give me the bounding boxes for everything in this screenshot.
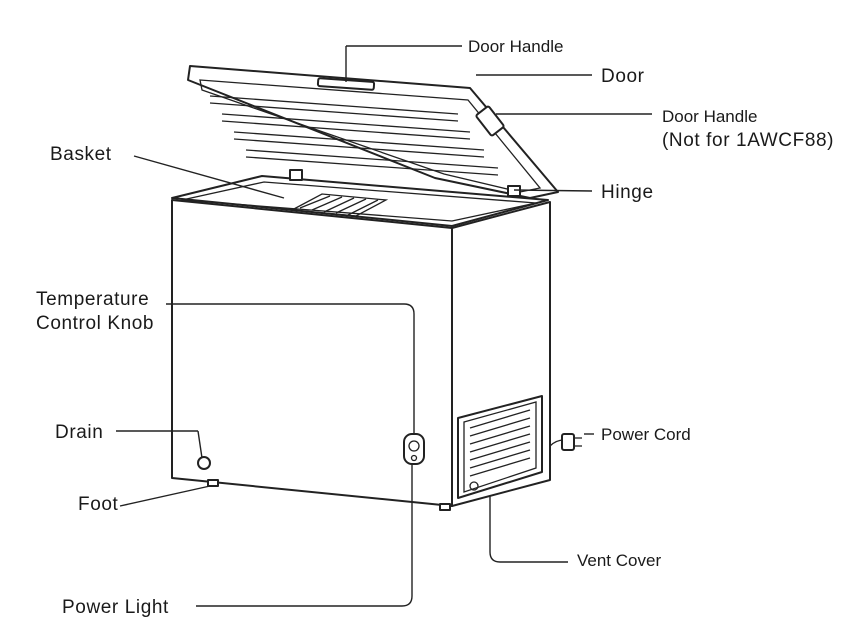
- control-knob-shape: [403, 433, 425, 465]
- label-door-handle-side: Door Handle: [662, 107, 757, 126]
- label-control-knob: Control Knob: [36, 313, 154, 334]
- freezer-cabinet: [171, 169, 582, 511]
- label-drain: Drain: [55, 422, 103, 443]
- label-foot: Foot: [78, 494, 119, 515]
- label-vent-cover: Vent Cover: [577, 551, 661, 570]
- vent-cover-shape: [457, 395, 543, 499]
- label-door-handle-top: Door Handle: [468, 37, 563, 56]
- label-hinge: Hinge: [601, 182, 654, 203]
- door-handle-side-shape: [475, 105, 505, 137]
- label-basket: Basket: [50, 144, 112, 165]
- freezer-door: [187, 65, 559, 199]
- label-power-light: Power Light: [62, 597, 169, 618]
- basket-shape: [289, 193, 389, 217]
- leader-lines: [116, 45, 652, 607]
- label-door: Door: [601, 66, 645, 87]
- power-cord-shape: [549, 433, 582, 451]
- drain-shape: [197, 456, 211, 470]
- label-power-cord: Power Cord: [601, 425, 691, 444]
- label-door-handle-side-note: (Not for 1AWCF88): [662, 130, 834, 151]
- label-temperature: Temperature: [36, 289, 149, 310]
